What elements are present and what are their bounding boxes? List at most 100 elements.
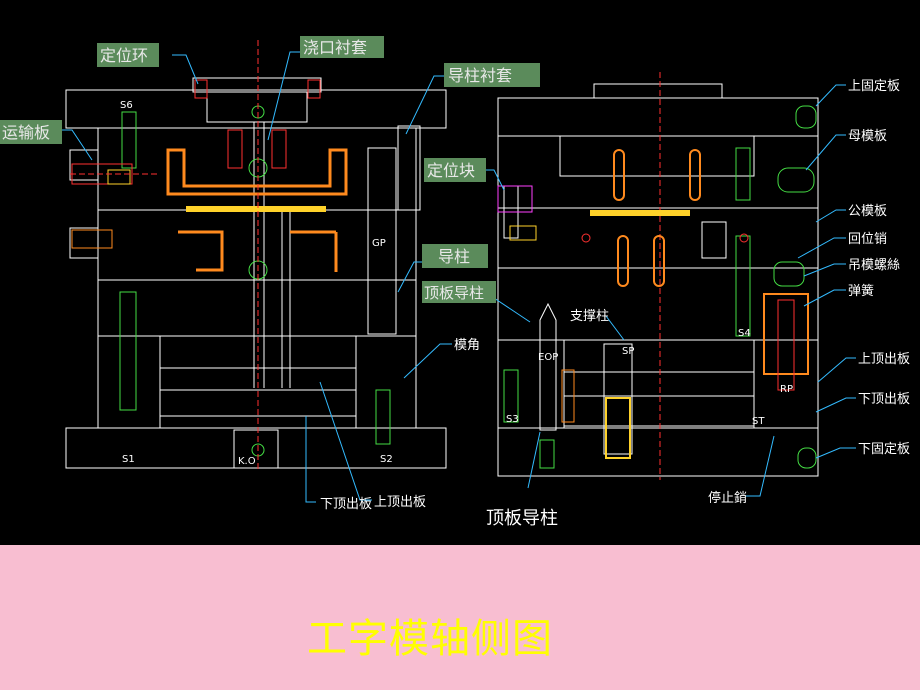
left-side-block (69, 227, 99, 259)
right-insert-block (701, 221, 727, 259)
right-pin-4 (653, 235, 665, 287)
right-spring (763, 293, 809, 375)
left-screw-1 (194, 79, 208, 99)
mold-drawing-svg: S6 S1 S2 K.O GP (0, 36, 910, 529)
left-side-bolt (71, 229, 113, 249)
right-lower-ejector-plate (563, 395, 755, 427)
left-s1-screw (119, 291, 137, 411)
left-support-plate (97, 279, 417, 337)
callout-spacer-block: 模角 (454, 338, 480, 353)
right-bottom-clamp-plate (497, 427, 819, 477)
left-lower-ejector-plate (159, 389, 357, 417)
left-s2-screw (375, 389, 391, 445)
right-dot-1 (581, 233, 591, 243)
label-locating-ring: 定位环 (100, 46, 148, 65)
callout-return-pin: 回位销 (848, 232, 887, 247)
right-eop-pin (539, 302, 557, 431)
right-s4-screw (735, 235, 751, 337)
right-bolt-yellow (509, 225, 537, 241)
callout-upper-ejector-plate-left: 上顶出板 (374, 495, 426, 510)
right-cavity-plate (497, 135, 819, 209)
right-bolt-top (795, 105, 817, 129)
right-top-clamp-plate (497, 97, 819, 137)
right-colored-parts (497, 72, 817, 480)
right-dot-2 (739, 233, 749, 243)
callout-mold-lifting-screw: 吊模螺絲 (848, 258, 900, 273)
callout-top-clamp-plate: 上固定板 (848, 79, 900, 94)
slide-caption: 工字模轴侧图 (307, 616, 553, 662)
right-pin-1 (613, 149, 625, 201)
left-sprue-screw-1 (227, 129, 243, 169)
left-transport-plate-block (69, 149, 99, 181)
right-return-pin (777, 299, 795, 391)
right-lifting-screw (773, 261, 805, 287)
right-pin-2 (689, 149, 701, 201)
left-codes: S6 S1 S2 K.O GP (120, 100, 393, 467)
right-s5-screw (735, 147, 751, 201)
label-box-guide-bushing (444, 63, 540, 87)
right-bushing (561, 369, 575, 423)
left-locating-ring-body (206, 91, 308, 123)
callout-lower-ejector-plate-left: 下顶出板 (320, 497, 372, 512)
right-bolt-bottom (797, 447, 817, 469)
left-spacer-block-left (97, 335, 161, 429)
code-s3: S3 (506, 414, 519, 425)
label-sprue-bushing: 浇口衬套 (303, 38, 367, 57)
highlight-labels: 定位环 浇口衬套 导柱衬套 运输板 定位块 导柱 顶板导柱 (0, 36, 540, 303)
left-guide-pin (367, 147, 397, 335)
code-eop: EOP (538, 352, 558, 363)
callout-core-plate: 公模板 (848, 204, 887, 219)
label-box-sprue-bushing (300, 36, 384, 58)
callout-cavity-plate: 母模板 (848, 129, 887, 144)
right-locating-ring (593, 83, 723, 99)
callout-ejector-guide-pin-bottom: 顶板导柱 (486, 508, 558, 529)
code-s4: S4 (738, 328, 751, 339)
right-upper-ejector-plate (563, 371, 755, 397)
label-box-transport-plate (0, 120, 62, 144)
code-rp: RP (780, 384, 793, 395)
code-s2: S2 (380, 454, 393, 465)
mold-drawing: S6 S1 S2 K.O GP (0, 36, 911, 529)
callout-stop-pin: 停止銷 (708, 490, 747, 506)
left-sprue-screw-2 (271, 129, 287, 169)
callout-spring: 弹簧 (848, 283, 874, 299)
right-support-pillar (603, 343, 633, 455)
left-runner-lower (178, 230, 338, 272)
right-pin-3 (617, 235, 629, 287)
code-s6: S6 (120, 100, 133, 111)
caption-band (0, 545, 920, 690)
left-s6-screw (121, 111, 137, 169)
left-guide-bushing (397, 125, 421, 211)
callout-bottom-clamp-plate: 下固定板 (858, 442, 910, 457)
left-runner-upper (166, 148, 348, 196)
label-transport-plate: 运输板 (2, 123, 50, 142)
label-box-locating-ring (97, 43, 159, 67)
left-spacer-block-right (355, 335, 417, 429)
callouts: 上固定板 母模板 公模板 回位销 吊模螺絲 弹簧 上顶出板 下顶出板 下固定板 … (320, 79, 910, 529)
left-screw-2 (307, 79, 321, 99)
right-eop-base (539, 439, 555, 469)
label-box-ejector-guide-pin (422, 281, 496, 303)
right-bolt-1 (777, 167, 815, 193)
right-codes: EOP SP S3 S4 RP ST (506, 328, 793, 427)
label-box-locating-block (424, 158, 486, 182)
callout-upper-ejector-plate: 上顶出板 (858, 352, 910, 367)
right-core-plate (497, 207, 819, 269)
code-sp: SP (622, 346, 634, 357)
code-st: ST (752, 416, 765, 427)
label-locating-block: 定位块 (427, 161, 475, 180)
leader-lines (62, 51, 856, 503)
label-guide-bushing: 导柱衬套 (448, 66, 512, 85)
callout-lower-ejector-plate: 下顶出板 (858, 392, 910, 407)
left-transport-bolt-head (107, 169, 131, 185)
right-cavity-plate-inner (559, 135, 755, 177)
right-support-plate (497, 267, 819, 341)
code-ko: K.O (238, 456, 256, 467)
left-cavity-inserts (186, 206, 326, 212)
right-s3-screw (503, 369, 519, 423)
right-support-bolt (605, 397, 631, 459)
label-box-guide-pin (422, 244, 488, 268)
code-s1: S1 (122, 454, 135, 465)
right-view (497, 83, 819, 477)
